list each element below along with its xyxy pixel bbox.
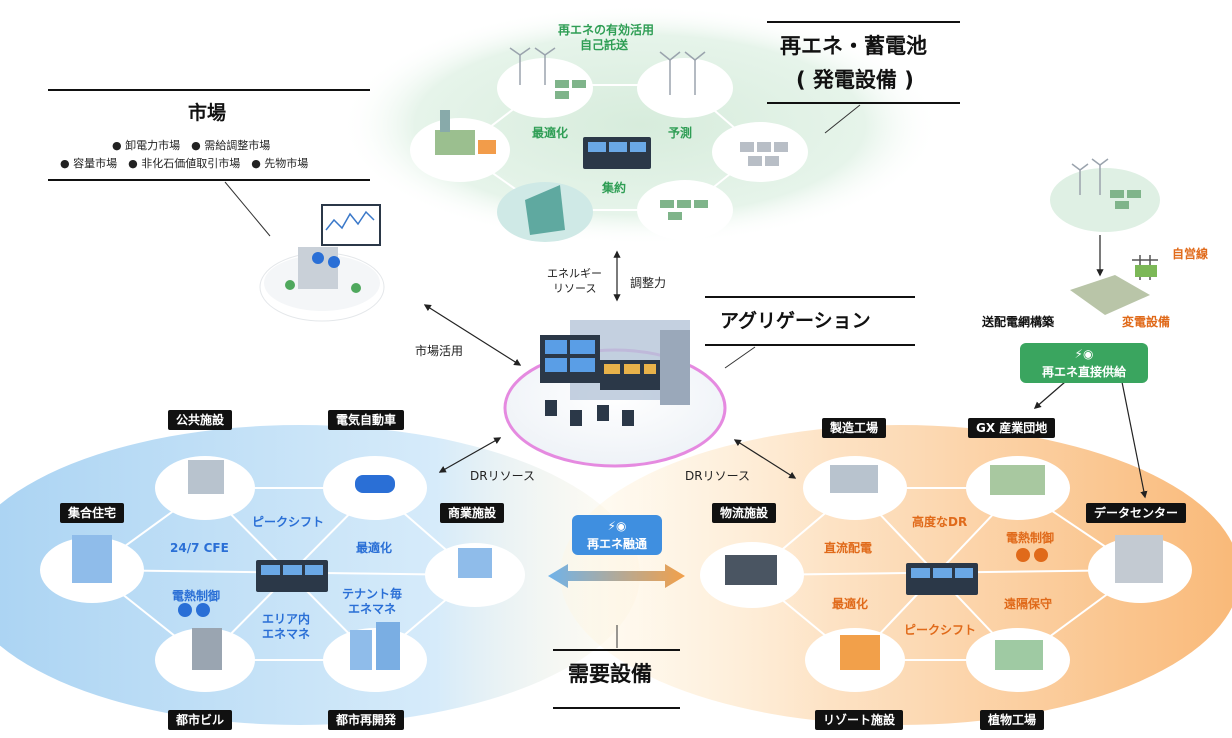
- left-label-24-7-cfe: 24/7 CFE: [170, 541, 229, 555]
- private-line-label: 自営線: [1172, 247, 1209, 261]
- generation-monitor-icon: [583, 137, 651, 169]
- operator-chairs-icon: [545, 400, 634, 426]
- substation-icon: [1070, 275, 1150, 315]
- tag-electric-vehicle: 電気自動車: [328, 410, 405, 430]
- tag-public-facility: 公共施設: [168, 410, 233, 430]
- right-label-optimize: 最適化: [832, 597, 869, 611]
- tag-city-building: 都市ビル: [168, 710, 233, 730]
- wind-turbine-icons: [509, 47, 706, 95]
- tag-commercial-facility: 商業施設: [440, 503, 505, 523]
- generation-label-optimize: 最適化: [532, 126, 569, 140]
- dam-icon: [525, 185, 565, 235]
- grid-build-label: 送配電網構築: [982, 315, 1055, 329]
- substation-label: 変電設備: [1122, 315, 1171, 329]
- renewable-exchange-badge: ⚡◉ 再エネ融通: [572, 515, 662, 555]
- connection-arrows: [423, 235, 1148, 499]
- generation-title: 再エネ・蓄電池: [780, 34, 927, 58]
- power-plant-icon: [435, 110, 496, 155]
- private-line-marker: [1135, 265, 1157, 277]
- left-label-area-em-1: エリア内: [262, 612, 311, 626]
- right-label-advanced-dr: 高度なDR: [912, 515, 968, 529]
- dr-resource-right-label: DRリソース: [685, 469, 750, 483]
- power-heat-badges: [178, 548, 1048, 617]
- tag-manufacturing-plant: 製造工場: [822, 418, 887, 438]
- market-list-line-1: ● 卸電力市場 ● 需給調整市場: [112, 139, 271, 152]
- aggregation-title: アグリゲーション: [720, 310, 871, 332]
- left-label-tenant-em-2: エネマネ: [348, 602, 397, 616]
- market-list-line-2: ● 容量市場 ● 非化石価値取引市場 ● 先物市場: [60, 157, 309, 170]
- renewable-exchange-label: 再エネ融通: [586, 537, 647, 551]
- demand-title: 需要設備: [568, 662, 652, 686]
- demand-right-monitor-icon: [906, 563, 978, 595]
- demand-right-building-icons: [725, 465, 1163, 670]
- generation-zone: [340, 5, 940, 245]
- power-heat-icon: ⚡◉: [1074, 347, 1094, 361]
- left-label-tenant-em-1: テナント毎: [342, 587, 403, 601]
- left-label-peak-shift: ピークシフト: [252, 515, 325, 529]
- right-label-peak-shift: ピークシフト: [904, 623, 977, 637]
- direct-supply-label: 再エネ直接供給: [1041, 365, 1126, 379]
- power-heat-icon: ⚡◉: [607, 519, 627, 533]
- tag-logistics-facility: 物流施設: [712, 503, 777, 523]
- generation-label-aggregate: 集約: [602, 181, 627, 195]
- direct-supply-badge: ⚡◉ 再エネ直接供給: [1020, 343, 1148, 383]
- tag-resort-facility: リゾート施設: [815, 710, 904, 730]
- direct-supply-generation-node: [1050, 168, 1160, 232]
- demand-left-building-icons: [72, 460, 492, 670]
- left-label-heat-control: 電熱制御: [172, 589, 221, 603]
- demand-left-monitor-icon: [256, 560, 328, 592]
- adjustment-capacity-label: 調整力: [630, 276, 667, 290]
- renewable-exchange-arrow: [548, 564, 685, 588]
- battery-icons: [740, 142, 788, 166]
- generation-subtitle: ( 発電設備 ): [796, 68, 914, 92]
- right-label-dc-power: 直流配電: [824, 541, 873, 555]
- tag-data-center: データセンター: [1086, 503, 1187, 523]
- market-use-label: 市場活用: [415, 344, 464, 358]
- left-label-area-em-2: エネマネ: [262, 627, 311, 641]
- solar-panel-icons: [555, 80, 708, 220]
- market-chart-board-icon: [321, 204, 381, 246]
- generation-label-self-wheeling: 自己託送: [580, 38, 629, 52]
- left-label-optimize: 最適化: [356, 541, 393, 555]
- tag-plant-factory: 植物工場: [980, 710, 1045, 730]
- tag-apartment: 集合住宅: [60, 503, 125, 523]
- generation-label-renewable-use: 再エネの有効活用: [558, 23, 655, 37]
- right-label-remote-maintenance: 遠隔保守: [1004, 597, 1053, 611]
- tag-gx-industrial-park: GX 産業団地: [968, 418, 1056, 438]
- generation-label-forecast: 予測: [668, 126, 693, 140]
- energy-resource-label-2: リソース: [553, 282, 597, 295]
- tag-urban-redevelopment: 都市再開発: [328, 710, 405, 730]
- dr-resource-left-label: DRリソース: [470, 469, 535, 483]
- market-title: 市場: [188, 102, 227, 124]
- generation-nodes: [410, 58, 808, 242]
- energy-resource-label-1: エネルギー: [547, 267, 602, 280]
- right-label-heat-control: 電熱制御: [1006, 531, 1055, 545]
